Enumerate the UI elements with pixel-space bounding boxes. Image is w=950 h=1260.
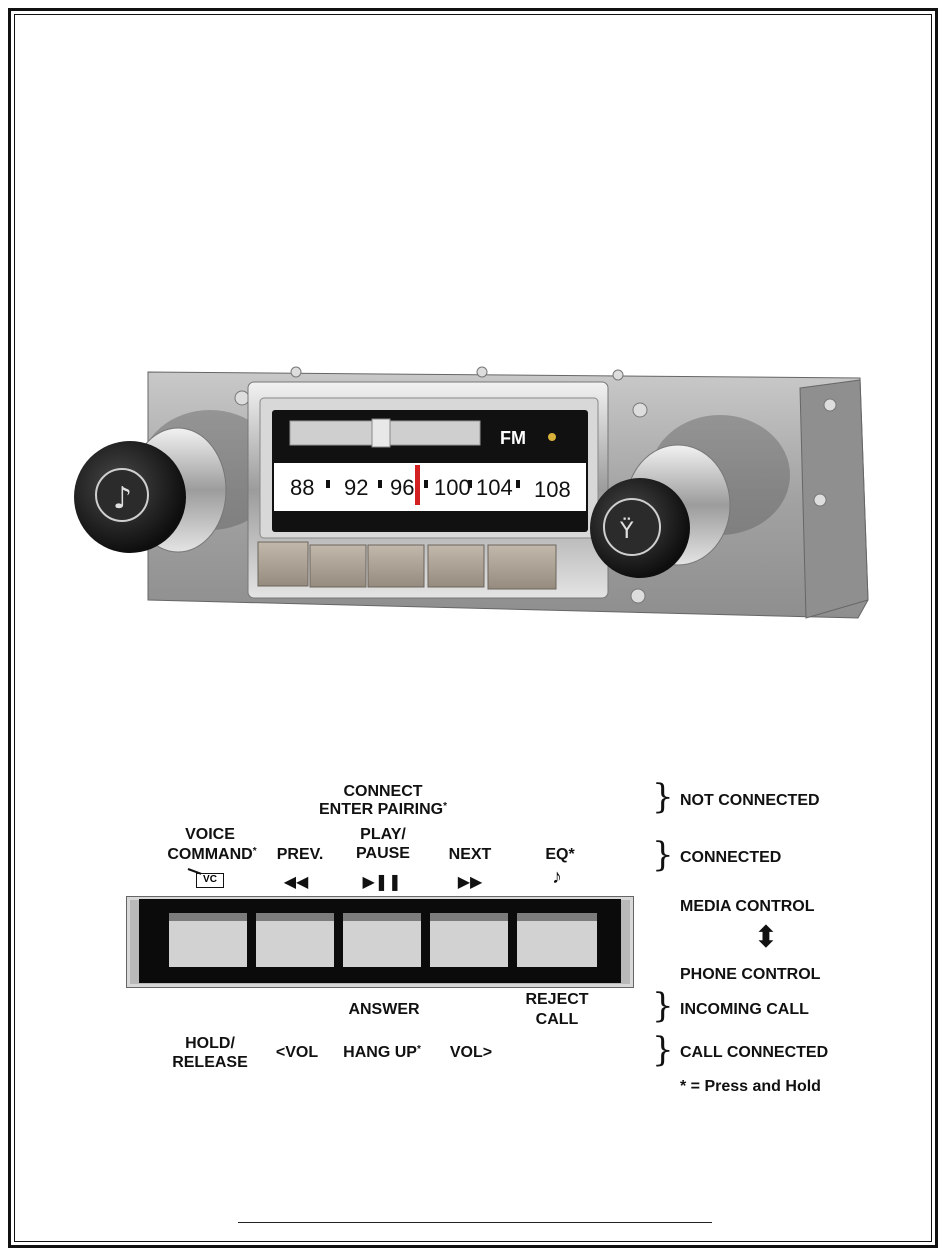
brace-icon: } <box>652 991 674 1021</box>
dial-number: 104 <box>476 475 513 500</box>
screw <box>824 399 836 411</box>
dial-number: 96 <box>390 475 414 500</box>
up-down-arrow-icon: ⬍ <box>748 920 784 956</box>
tuning-needle <box>415 465 420 505</box>
screw <box>814 494 826 506</box>
vc-badge: VC <box>196 873 224 888</box>
dial-number: 100 <box>434 475 471 500</box>
radio-illustration: FM 88 92 96 100 104 108 ♪ Ÿ <box>60 355 890 630</box>
phone-control-label: PHONE CONTROL <box>680 965 820 984</box>
fast-forward-icon: ▶▶ <box>450 872 490 892</box>
screw <box>477 367 487 377</box>
brace-icon: } <box>652 782 674 812</box>
dial-number: 92 <box>344 475 368 500</box>
dial-number: 108 <box>534 477 571 502</box>
stereo-indicator <box>548 433 556 441</box>
play-pause-button[interactable] <box>343 913 421 967</box>
rewind-icon: ◀◀ <box>276 872 316 892</box>
screw <box>613 370 623 380</box>
press-hold-note: * = Press and Hold <box>680 1077 821 1096</box>
preset-button <box>310 545 366 587</box>
screw <box>235 391 249 405</box>
vol-down-label: <VOL <box>262 1043 332 1062</box>
media-control-label: MEDIA CONTROL <box>680 897 815 916</box>
call-label: CALL <box>512 1010 602 1029</box>
pause-label: PAUSE <box>345 844 421 863</box>
hold-label: HOLD/ <box>160 1034 260 1053</box>
button-panel <box>126 896 634 988</box>
connect-label: CONNECT <box>330 782 436 801</box>
next-button[interactable] <box>430 913 508 967</box>
eq-note-icon: ♪ <box>537 866 577 889</box>
dial-number: 88 <box>290 475 314 500</box>
vol-up-label: VOL> <box>438 1043 504 1062</box>
play-pause-icon: ▶❚❚ <box>362 872 402 892</box>
bluetooth-antenna-icon: Ÿ <box>619 518 634 544</box>
voice-command-icon: VC <box>188 868 228 890</box>
prev-button[interactable] <box>256 913 334 967</box>
next-label: NEXT <box>432 845 508 864</box>
play-label: PLAY/ <box>345 825 421 844</box>
music-note-icon: ♪ <box>113 481 132 516</box>
preset-button <box>428 545 484 587</box>
enter-pairing-label: ENTER PAIRING* <box>310 800 456 819</box>
preset-button <box>258 542 308 586</box>
brace-icon: } <box>652 1035 674 1065</box>
button-panel-bezel <box>139 899 621 983</box>
hang-up-label: HANG UP* <box>330 1043 434 1062</box>
screw <box>633 403 647 417</box>
preset-button <box>368 545 424 587</box>
preset-button <box>488 545 556 589</box>
not-connected-label: NOT CONNECTED <box>680 791 820 810</box>
reject-label: REJECT <box>512 990 602 1009</box>
answer-label: ANSWER <box>334 1000 434 1019</box>
footer-rule <box>238 1222 712 1223</box>
eq-button[interactable] <box>517 913 597 967</box>
command-label: COMMAND* <box>158 845 266 864</box>
screw <box>291 367 301 377</box>
prev-label: PREV. <box>262 845 338 864</box>
release-label: RELEASE <box>160 1053 260 1072</box>
band-label: FM <box>500 428 526 448</box>
screw <box>631 589 645 603</box>
incoming-call-label: INCOMING CALL <box>680 1000 809 1019</box>
eq-label: EQ* <box>522 845 598 864</box>
call-connected-label: CALL CONNECTED <box>680 1043 828 1062</box>
voice-label: VOICE <box>165 825 255 844</box>
voice-command-button[interactable] <box>169 913 247 967</box>
brace-icon: } <box>652 840 674 870</box>
connected-label: CONNECTED <box>680 848 781 867</box>
